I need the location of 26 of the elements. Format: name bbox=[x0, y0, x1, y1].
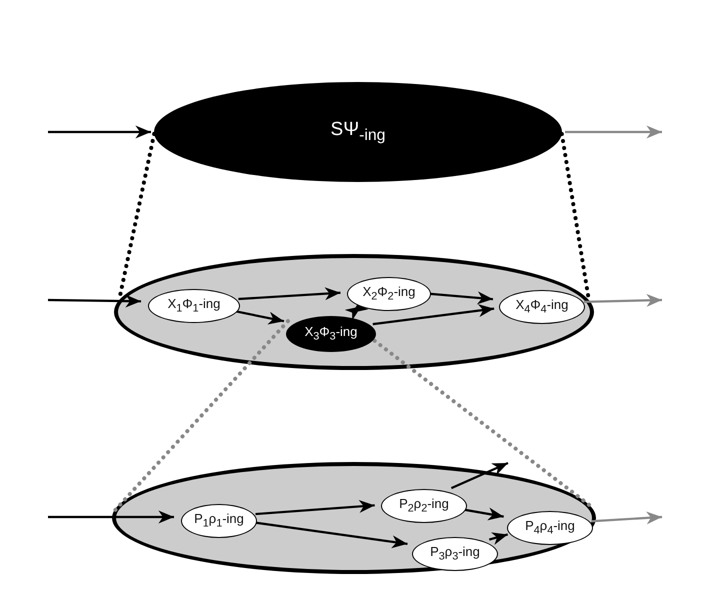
arrow bbox=[254, 521, 408, 548]
arrow bbox=[48, 510, 174, 524]
arrow bbox=[429, 291, 494, 304]
node-label: X$_{1}$Φ$_{1}$-ing bbox=[168, 297, 220, 315]
arrow bbox=[372, 304, 494, 326]
arrow bbox=[48, 126, 151, 138]
ellipse-node bbox=[499, 290, 585, 324]
arrow bbox=[48, 294, 142, 308]
arrow bbox=[584, 294, 662, 307]
node-label: X$_{4}$Φ$_{4}$-ing bbox=[516, 298, 568, 316]
arrow bbox=[238, 287, 341, 300]
ellipse-node bbox=[286, 316, 376, 352]
node-label: P$_{4}$ρ$_{4}$-ing bbox=[525, 519, 575, 537]
ellipse-node bbox=[412, 537, 498, 571]
node-label: P$_{1}$ρ$_{1}$-ing bbox=[194, 512, 244, 530]
node-label: P$_{3}$ρ$_{3}$-ing bbox=[430, 545, 480, 563]
ellipse-node bbox=[507, 511, 593, 545]
arrow bbox=[488, 532, 508, 545]
node-label: SΨ$_{-ing}$ bbox=[330, 120, 386, 144]
arrow bbox=[255, 500, 375, 516]
arrow bbox=[591, 511, 662, 524]
node-label: P$_{2}$ρ$_{2}$-ing bbox=[399, 497, 449, 515]
node-label: X$_{2}$Φ$_{2}$-ing bbox=[362, 285, 416, 303]
arrow bbox=[565, 126, 662, 138]
arrow bbox=[450, 462, 508, 490]
node-label: X$_{3}$Φ$_{3}$-ing bbox=[304, 325, 358, 343]
